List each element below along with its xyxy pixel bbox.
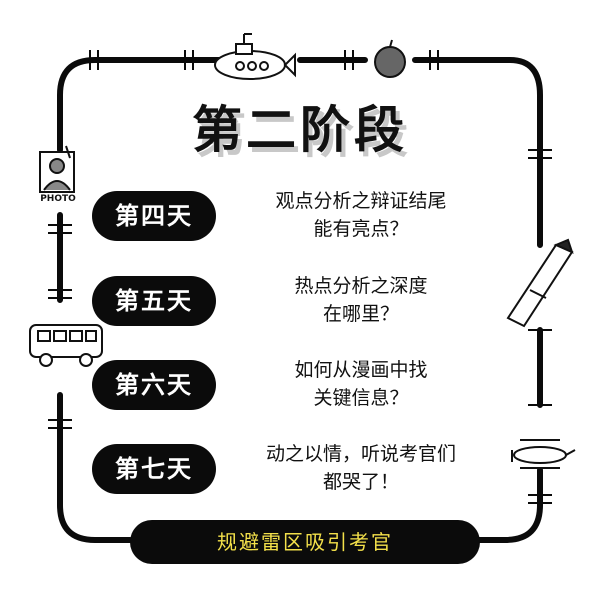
frame-ticks — [48, 50, 552, 504]
apple-icon — [374, 39, 406, 78]
day-badge-6: 第六天 — [92, 360, 216, 410]
day-description-6: 如何从漫画中找 关键信息？ — [294, 359, 428, 409]
day-badge-5: 第五天 — [92, 276, 216, 326]
day-badge-4: 第四天 — [92, 191, 216, 241]
submarine-icon — [214, 33, 296, 80]
day-description-7: 动之以情，听说考官们 都哭了！ — [265, 443, 456, 493]
photo-icon — [39, 145, 75, 193]
footer-banner: 规避雷区吸引考官 — [130, 520, 480, 564]
day-badge-7: 第七天 — [92, 444, 216, 494]
day-description-4: 观点分析之辩证结尾 能有亮点？ — [275, 190, 447, 240]
pencil-icon — [506, 238, 574, 328]
frame-border — [57, 57, 543, 543]
airplane-icon — [511, 439, 576, 469]
photo-label: PHOTO — [40, 194, 76, 204]
day-description-5: 热点分析之深度 在哪里？ — [294, 275, 428, 325]
bus-icon — [29, 324, 103, 367]
page-title: 第二阶段 — [192, 101, 408, 159]
